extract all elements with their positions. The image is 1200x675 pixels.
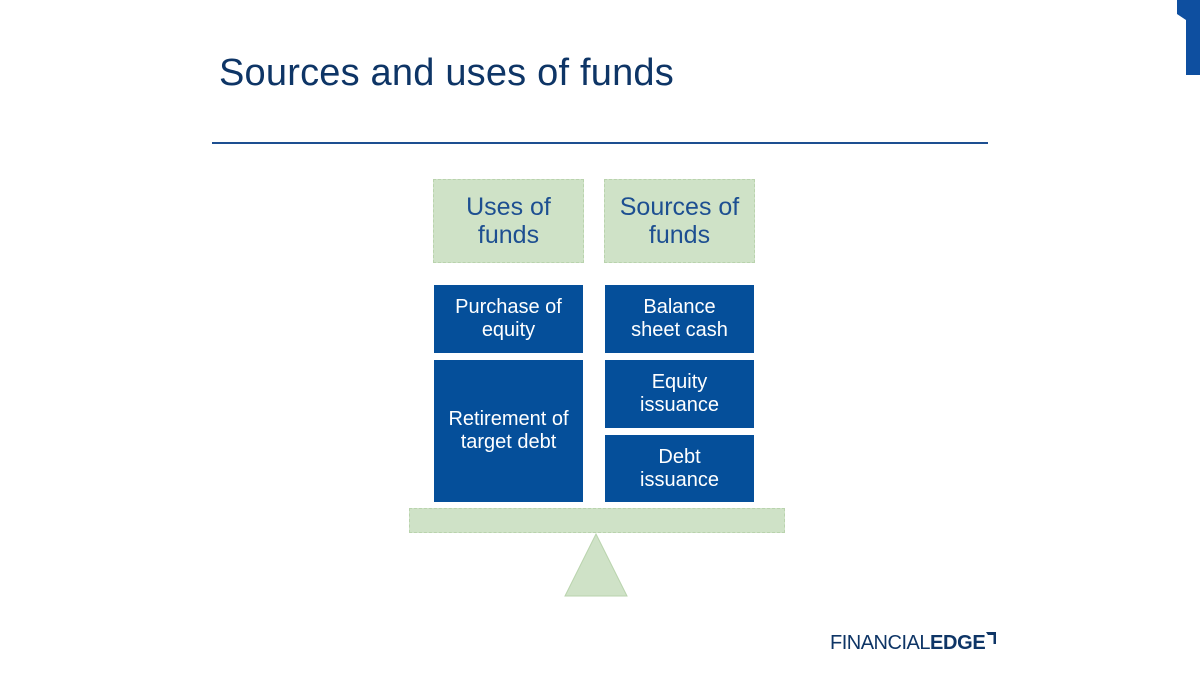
fulcrum-triangle-icon [564,533,628,597]
sources-item-label: Debt issuance [640,445,719,491]
balance-beam [409,508,785,533]
sources-item-label: Equity issuance [640,371,719,416]
logo-word-edge: EDGE [929,632,986,654]
sources-item-equity-issuance: Equity issuance [605,360,754,428]
sources-header-label: Sources of funds [619,193,740,249]
uses-item-retirement-of-target-debt: Retirement of target debt [434,360,583,502]
sources-item-debt-issuance: Debt issuance [605,435,754,502]
slide-title: Sources and uses of funds [219,52,674,94]
sources-item-label: Balance sheet cash [631,296,728,341]
logo-word-financial: FINANCIAL [830,632,930,654]
uses-item-label: Purchase of equity [455,296,562,341]
corner-accent-shape [1177,0,1200,75]
financial-edge-logo: FINANCIAL EDGE [830,632,997,656]
logo-corner-icon [986,632,997,644]
uses-header: Uses of funds [433,179,584,263]
uses-header-label: Uses of funds [466,193,551,249]
uses-item-label: Retirement of target debt [448,408,569,453]
uses-item-purchase-of-equity: Purchase of equity [434,285,583,353]
title-divider [212,142,988,144]
sources-header: Sources of funds [604,179,755,263]
sources-item-balance-sheet-cash: Balance sheet cash [605,285,754,353]
